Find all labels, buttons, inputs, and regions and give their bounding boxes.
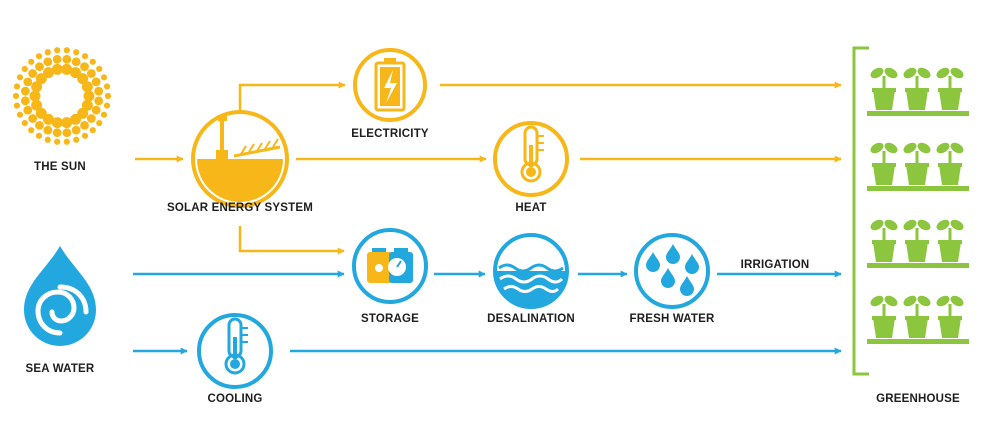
plant-pot-icon	[936, 142, 964, 185]
greenhouse	[852, 46, 969, 376]
battery-icon	[353, 48, 427, 122]
plant-pot-icon	[936, 67, 964, 110]
plant-pot-icon	[903, 67, 931, 110]
water-drop-swirl-icon	[24, 246, 96, 346]
sea-water-label: SEA WATER	[26, 363, 95, 375]
solar-panel-icon	[191, 110, 289, 208]
shelf	[867, 111, 969, 116]
waves-icon	[493, 233, 569, 309]
storage-tank-icon	[352, 228, 428, 304]
shelf	[867, 186, 969, 191]
plant-pot-icon	[903, 295, 931, 338]
desalination-label: DESALINATION	[487, 313, 575, 325]
shelf	[867, 263, 969, 268]
solar-energy-system-label: SOLAR ENERGY SYSTEM	[167, 202, 313, 214]
cooling-label: COOLING	[207, 393, 262, 405]
plant-pot-icon	[936, 219, 964, 262]
water-flow-arrows	[133, 270, 842, 355]
plant-pot-icon	[936, 295, 964, 338]
water-drops-icon	[634, 233, 710, 309]
plant-pot-icon	[870, 67, 898, 110]
plant-pot-icon	[903, 219, 931, 262]
solar-flow-arrows	[135, 81, 842, 255]
storage-label: STORAGE	[361, 313, 419, 325]
thermometer-icon	[197, 313, 273, 389]
thermometer-icon	[493, 121, 569, 197]
fresh-water-label: FRESH WATER	[629, 313, 715, 325]
plant-pot-icon	[903, 142, 931, 185]
shelf	[867, 339, 969, 344]
greenhouse-label: GREENHOUSE	[876, 393, 960, 405]
plant-pot-icon	[870, 295, 898, 338]
plant-pot-icon	[870, 142, 898, 185]
solar-to-electricity-arrow	[238, 81, 346, 110]
plant-shelves	[867, 67, 969, 344]
electricity-label: ELECTRICITY	[351, 128, 429, 140]
sun-label: THE SUN	[34, 161, 86, 173]
heat-label: HEAT	[515, 202, 546, 214]
plant-pot-icon	[870, 219, 898, 262]
irrigation-label: IRRIGATION	[741, 259, 810, 271]
solar-to-storage-arrow	[238, 226, 345, 255]
sun-icon	[12, 47, 112, 145]
